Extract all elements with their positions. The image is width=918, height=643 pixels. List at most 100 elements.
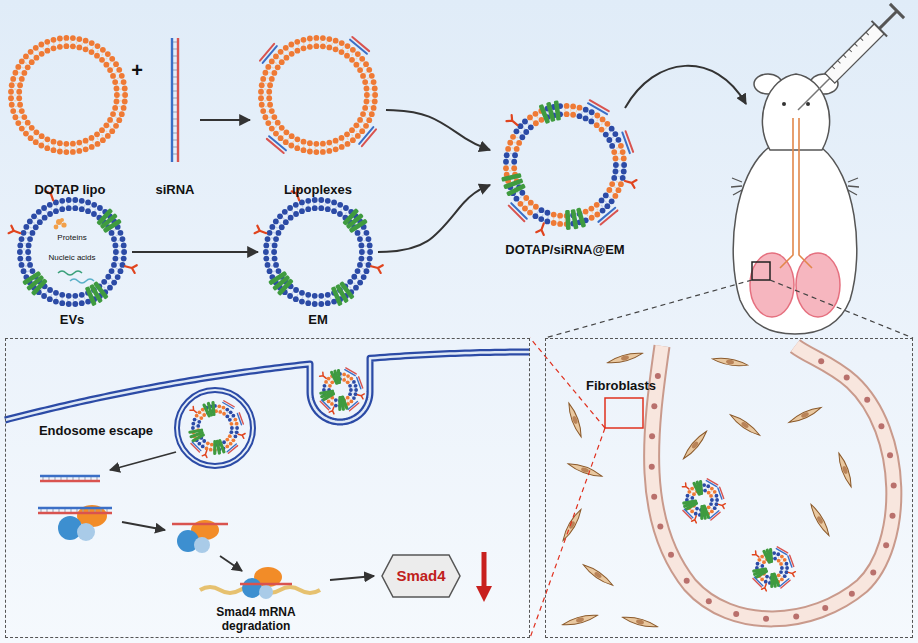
illustration-part bbox=[866, 32, 869, 35]
illustration-part bbox=[188, 428, 203, 434]
illustration-part bbox=[29, 59, 35, 65]
illustration-part bbox=[507, 140, 513, 146]
illustration-part bbox=[9, 102, 15, 108]
illustration-part bbox=[258, 89, 264, 95]
illustration-part bbox=[714, 499, 715, 500]
illustration-part bbox=[564, 111, 570, 117]
illustration-part bbox=[15, 106, 17, 108]
illustration-part bbox=[104, 287, 106, 289]
illustration-part bbox=[325, 300, 331, 306]
illustration-part bbox=[105, 274, 111, 280]
illustration-part bbox=[271, 265, 273, 267]
illustration-part bbox=[287, 214, 289, 216]
illustration-part bbox=[23, 248, 25, 249]
illustration-part bbox=[106, 58, 108, 60]
illustration-part bbox=[57, 36, 63, 42]
illustration-part bbox=[618, 181, 624, 187]
illustration-part bbox=[366, 236, 372, 242]
syringe bbox=[790, 3, 905, 118]
illustration-part bbox=[294, 39, 300, 45]
illustration-part bbox=[267, 102, 273, 108]
illustration-part bbox=[542, 214, 544, 216]
illustration-part bbox=[611, 149, 617, 155]
illustration-part bbox=[269, 108, 275, 114]
illustration-part bbox=[510, 153, 512, 155]
illustration-part bbox=[83, 138, 89, 144]
illustration-part bbox=[342, 141, 343, 143]
mechanism-panel: Endosome escapeSmad4 mRNA degradationSma… bbox=[5, 338, 530, 638]
illustration-part bbox=[19, 59, 25, 65]
illustration-part bbox=[711, 490, 712, 492]
illustration-part bbox=[39, 51, 45, 57]
illustration-part bbox=[283, 219, 289, 225]
illustration-part bbox=[111, 236, 117, 242]
illustration-part bbox=[38, 512, 112, 514]
illustration-part bbox=[217, 404, 221, 408]
illustration-part bbox=[592, 116, 593, 118]
illustration-part bbox=[29, 58, 31, 60]
illustration-part bbox=[224, 401, 234, 407]
illustration-part bbox=[115, 274, 121, 280]
illustration-part bbox=[226, 412, 228, 413]
illustration-part bbox=[230, 426, 234, 430]
illustration-part bbox=[265, 262, 271, 268]
illustration-part bbox=[365, 117, 367, 118]
illustration-part bbox=[225, 415, 229, 419]
illustration-part bbox=[313, 43, 319, 49]
illustration-part bbox=[346, 380, 350, 384]
illustration-part bbox=[121, 243, 127, 249]
illustration-part bbox=[17, 249, 23, 255]
illustration-part bbox=[359, 128, 365, 134]
illustration-part bbox=[362, 105, 368, 111]
illustration-part bbox=[288, 143, 294, 149]
illustration-part bbox=[293, 202, 299, 208]
illustration-part bbox=[366, 117, 372, 123]
illustration-part bbox=[651, 403, 657, 409]
illustration-part bbox=[112, 122, 114, 123]
illustration-part bbox=[264, 94, 266, 95]
illustration-part bbox=[890, 513, 896, 519]
illustration-part bbox=[302, 205, 304, 207]
illustration-part bbox=[76, 36, 82, 42]
illustration-part bbox=[760, 563, 761, 565]
illustration-part bbox=[708, 489, 710, 490]
illustration-part bbox=[26, 243, 32, 249]
illustration-part bbox=[292, 210, 293, 212]
illustration-part bbox=[313, 35, 319, 41]
illustration-part bbox=[109, 128, 115, 134]
illustration-part bbox=[619, 170, 621, 171]
illustration-part bbox=[597, 120, 598, 122]
illustration-part bbox=[234, 435, 238, 439]
illustration-part bbox=[70, 149, 76, 155]
illustration-part bbox=[319, 389, 334, 395]
illustration-part bbox=[612, 131, 618, 137]
illustration-part bbox=[346, 368, 356, 374]
illustration-part bbox=[213, 440, 216, 455]
illustration-part bbox=[115, 117, 117, 118]
illustration-part bbox=[89, 144, 95, 150]
illustration-part bbox=[357, 392, 365, 399]
mini-hybrid-bilayer bbox=[682, 479, 725, 523]
illustration-part bbox=[616, 187, 622, 193]
illustration-part bbox=[334, 402, 336, 403]
illustration-part bbox=[364, 268, 370, 274]
illustration-part bbox=[119, 111, 125, 117]
illustration-part bbox=[326, 148, 332, 154]
illustration-part bbox=[57, 140, 63, 146]
illustration-part bbox=[594, 113, 600, 119]
illustration-part bbox=[29, 131, 31, 133]
illustration-part bbox=[235, 422, 239, 426]
illustration-part bbox=[778, 578, 780, 579]
illustration-part bbox=[686, 494, 690, 498]
illustration-part bbox=[202, 450, 209, 458]
illustration-part bbox=[347, 50, 348, 52]
node-label: Endosome escape bbox=[39, 424, 153, 439]
illustration-part bbox=[222, 440, 226, 444]
illustration-part bbox=[297, 294, 298, 296]
illustration-part bbox=[318, 205, 324, 211]
cell-membrane bbox=[5, 352, 530, 422]
illustration-part bbox=[337, 143, 339, 145]
illustration-part bbox=[121, 256, 127, 262]
illustration-part bbox=[305, 292, 311, 298]
hybrid-nanoparticle: DOTAP/siRNA@EM bbox=[490, 100, 640, 265]
